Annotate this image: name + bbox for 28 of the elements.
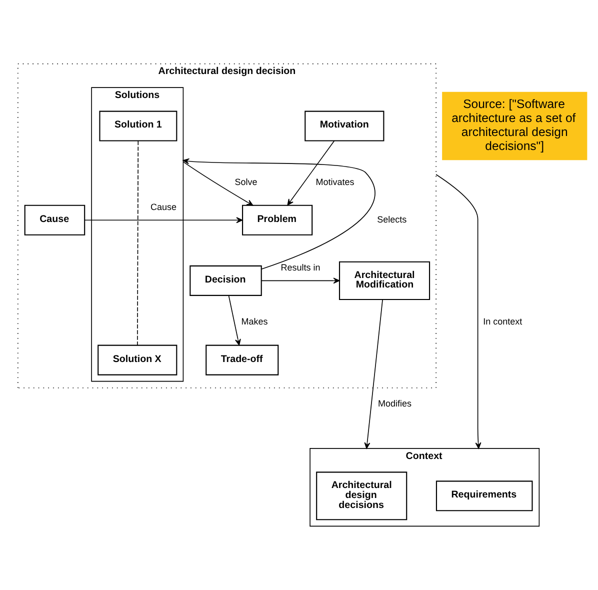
node-box: Problem (242, 204, 313, 236)
node-box: Source: ["Software architecture as a set of architectural design decisions"] (442, 92, 588, 160)
arrow (228, 295, 241, 346)
edge-label: Results in (280, 262, 320, 273)
node-box: Solution 1 (99, 110, 178, 142)
edge-label: Selects (377, 214, 407, 224)
node-box: Architectural design decisions (316, 472, 408, 520)
arrow (182, 161, 254, 206)
edge-label: Cause (150, 202, 176, 212)
arrow (182, 158, 376, 270)
edge-label: Makes (241, 316, 268, 327)
arrow (260, 278, 340, 284)
node-box: Requirements (436, 480, 533, 512)
node-box: Cause (24, 204, 86, 236)
edge-label: In context (483, 316, 522, 327)
node-box: Decision (190, 265, 262, 296)
node-box: Solution X (98, 344, 178, 376)
arrow (364, 299, 383, 449)
arrow (436, 174, 482, 449)
arrow (84, 217, 243, 224)
node-box: Motivation (304, 110, 384, 142)
node-box: Trade-off (206, 344, 279, 376)
edge-label: Motivates (316, 176, 354, 187)
connector (137, 140, 139, 346)
node-box: Architectural Modification (338, 261, 430, 300)
edge-label: Modifies (378, 398, 412, 409)
arrow (287, 140, 335, 206)
edge-label: Solve (234, 176, 258, 187)
